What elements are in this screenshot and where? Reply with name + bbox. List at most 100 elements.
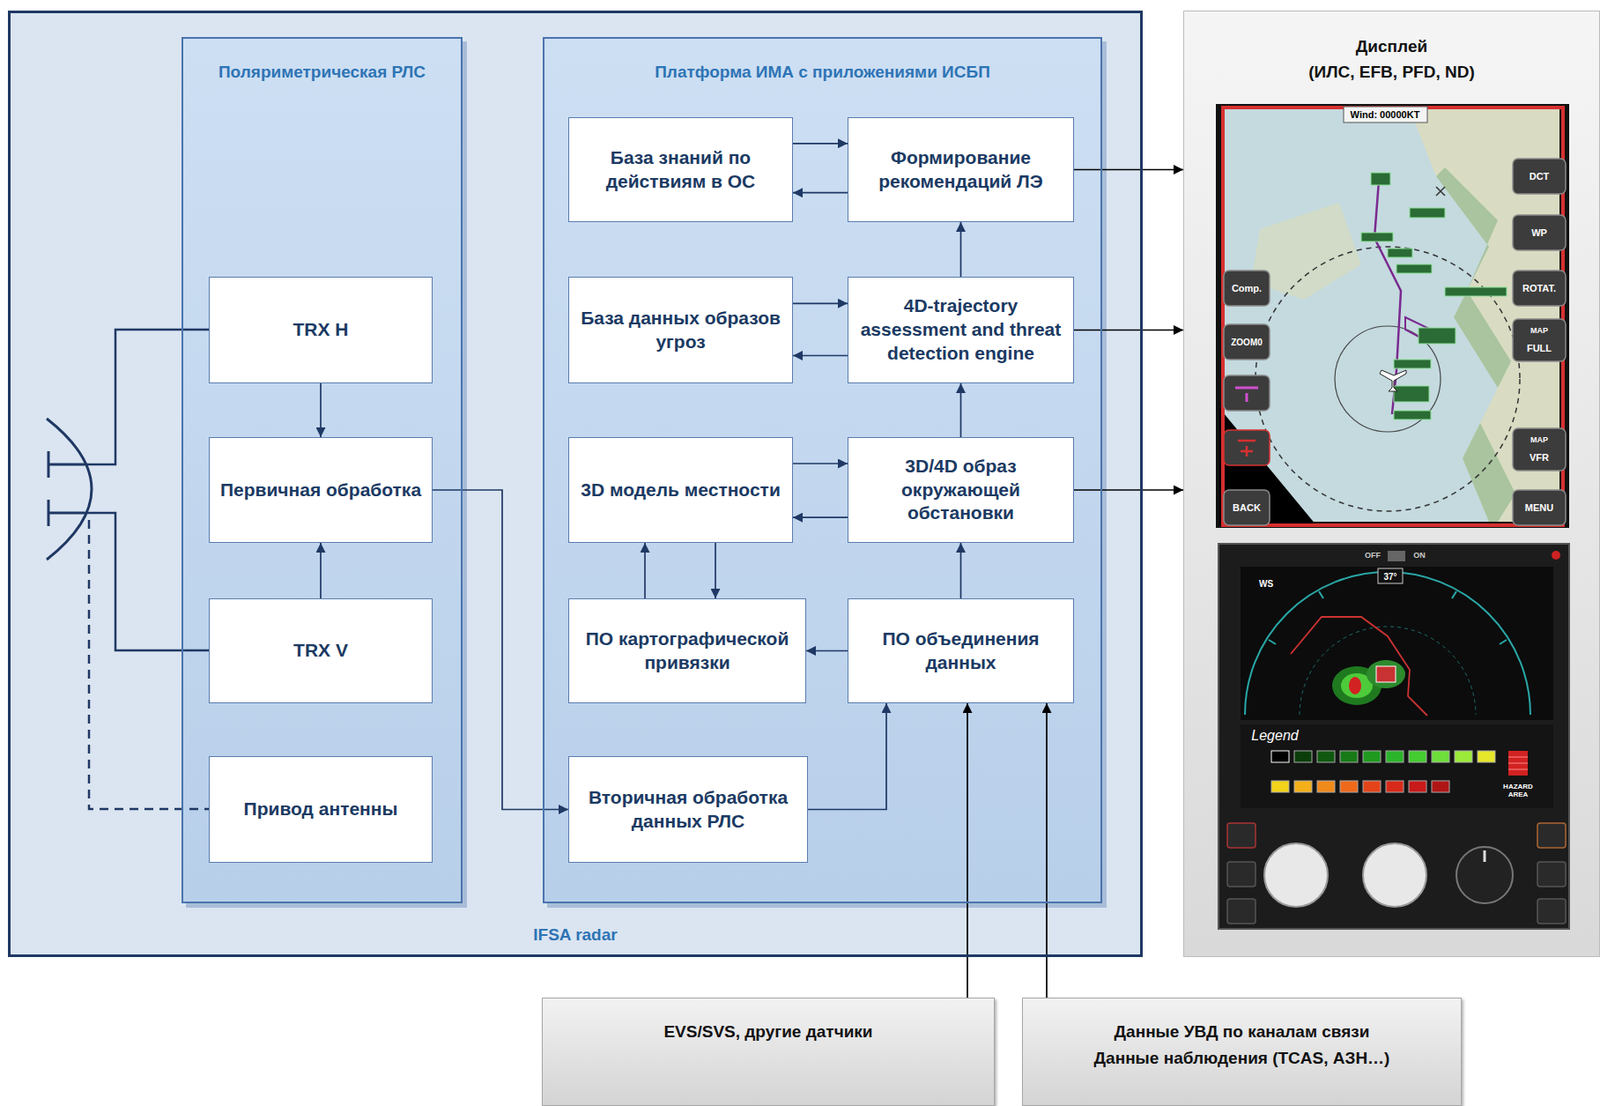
connector-arrow [1074,329,1184,332]
screen-label: Legend [1251,727,1298,744]
connector-arrow [806,650,848,652]
efb-map-screen [1223,324,1270,360]
weather-radar-screen [1454,750,1473,763]
antenna-wire [84,512,209,651]
box-label: Формирование рекомендаций ЛЭ [853,146,1068,194]
efb-map-screen [1223,375,1270,411]
weather-radar-screen [1340,780,1358,793]
efb-map-screen [1512,489,1566,526]
frame-fill [1183,10,1600,957]
weather-radar-screen [1318,591,1324,599]
weather-radar-screen [1218,543,1570,929]
box-label: Первичная обработка [220,478,422,503]
weather-radar-screen [1218,543,1570,929]
efb-map-screen [1436,167,1516,522]
process-box: 3D модель местности [568,437,793,543]
weather-radar-screen [1290,616,1428,716]
efb-map-screen [1222,107,1563,526]
antenna-symbol [48,511,85,515]
efb-map-screen [1223,489,1270,526]
screen-label: HAZARD AREA [1500,783,1536,800]
weather-radar-screen [1451,591,1457,599]
screen-label: Comp. [1231,282,1262,294]
weather-radar-screen [1264,843,1328,907]
connector-arrow [960,383,963,438]
box-label: Платформа ИМА с приложениями ИСБП [654,62,991,83]
efb-map-screen [1215,103,1570,528]
box-label: Данные УВД по каналам связи [1114,1021,1371,1044]
connector-arrow [960,222,963,277]
screen-label: ON [1413,551,1426,561]
efb-map-screen [1444,287,1507,297]
box-label: ПО картографической привязки [574,627,800,675]
weather-radar-screen [1456,846,1513,904]
process-box: Первичная обработка [208,437,433,543]
input-box: EVS/SVS, другие датчики [541,997,995,1106]
weather-radar-screen [1537,898,1566,924]
screen-label: ROTAT. [1522,282,1556,294]
box-label: Вторичная обработка данных РЛС [574,785,802,834]
frame-fill [7,10,1143,957]
efb-map-screen [1235,387,1259,402]
efb-map-screen [1393,410,1431,420]
connector-arrow [807,703,887,810]
weather-radar-screen [1271,750,1289,763]
box-label: ПО объединения данных [853,627,1068,675]
process-box: TRX H [208,276,433,384]
efb-map-screen [1512,318,1566,362]
box-label: 3D/4D образ окружающей обстановки [853,454,1068,526]
weather-radar-screen [1408,780,1427,793]
box-label: TRX H [293,318,349,342]
weather-radar-screen [1537,822,1566,848]
efb-map-screen [1512,270,1566,306]
screen-label: MAP [1530,326,1549,336]
weather-radar-screen [1271,750,1496,793]
connector-arrow [1074,488,1184,491]
weather-radar-screen [1431,780,1450,793]
weather-radar-screen [1431,750,1450,763]
efb-map-screen [1418,327,1456,344]
screen-label: WP [1531,227,1548,238]
process-box: Формирование рекомендаций ЛЭ [847,117,1075,223]
efb-map-screen [1255,246,1520,512]
screen-label: FULL [1526,342,1552,354]
weather-radar-screen [1508,756,1528,770]
efb-map-screen [1379,370,1407,392]
weather-radar-screen [1508,750,1528,776]
input-box: Данные УВД по каналам связиДанные наблюд… [1022,997,1462,1106]
weather-radar-screen [1362,843,1427,907]
weather-radar-screen [1240,566,1554,720]
connector-arrow [319,383,322,438]
screen-label: OFF [1364,551,1381,561]
antenna-symbol [46,418,92,560]
display-panel: Дисплей(ИЛС, EFB, PFD, ND) [1183,10,1600,957]
connector-arrow [792,516,848,519]
efb-map-screen [1512,428,1566,471]
process-box: TRX V [208,598,433,704]
connector-arrow [792,355,848,357]
weather-radar-screen [1317,780,1335,793]
efb-map-screen [1512,214,1566,251]
connector-arrow [319,542,322,599]
connector-arrow [432,489,569,810]
efb-map-screen [1343,106,1428,123]
efb-map-screen [1237,440,1256,457]
process-box: База знаний по действиям в ОС [568,117,793,223]
box-label: Дисплей [1355,36,1428,59]
box-sublabel: (ИЛС, EFB, PFD, ND) [1308,61,1475,84]
connector-arrow [792,192,848,194]
weather-radar-screen [1227,822,1566,924]
system-frame: IFSA radarПоляриметрическая РЛСTRX HПерв… [7,10,1143,957]
weather-radar-screen [1362,750,1381,763]
box-label: База знаний по действиям в ОС [574,146,787,194]
box-label: База данных образов угроз [574,306,787,355]
weather-radar-screen [1271,780,1289,793]
weather-radar-screen [1377,568,1403,584]
subsystem-panel: Платформа ИМА с приложениями ИСБП База зн… [542,37,1103,904]
antenna-wire [84,329,209,809]
weather-radar-screen [1227,822,1256,848]
efb-map-screen [1512,158,1566,194]
subsystem-panel: Поляриметрическая РЛСTRX HПервичная обра… [181,37,463,904]
